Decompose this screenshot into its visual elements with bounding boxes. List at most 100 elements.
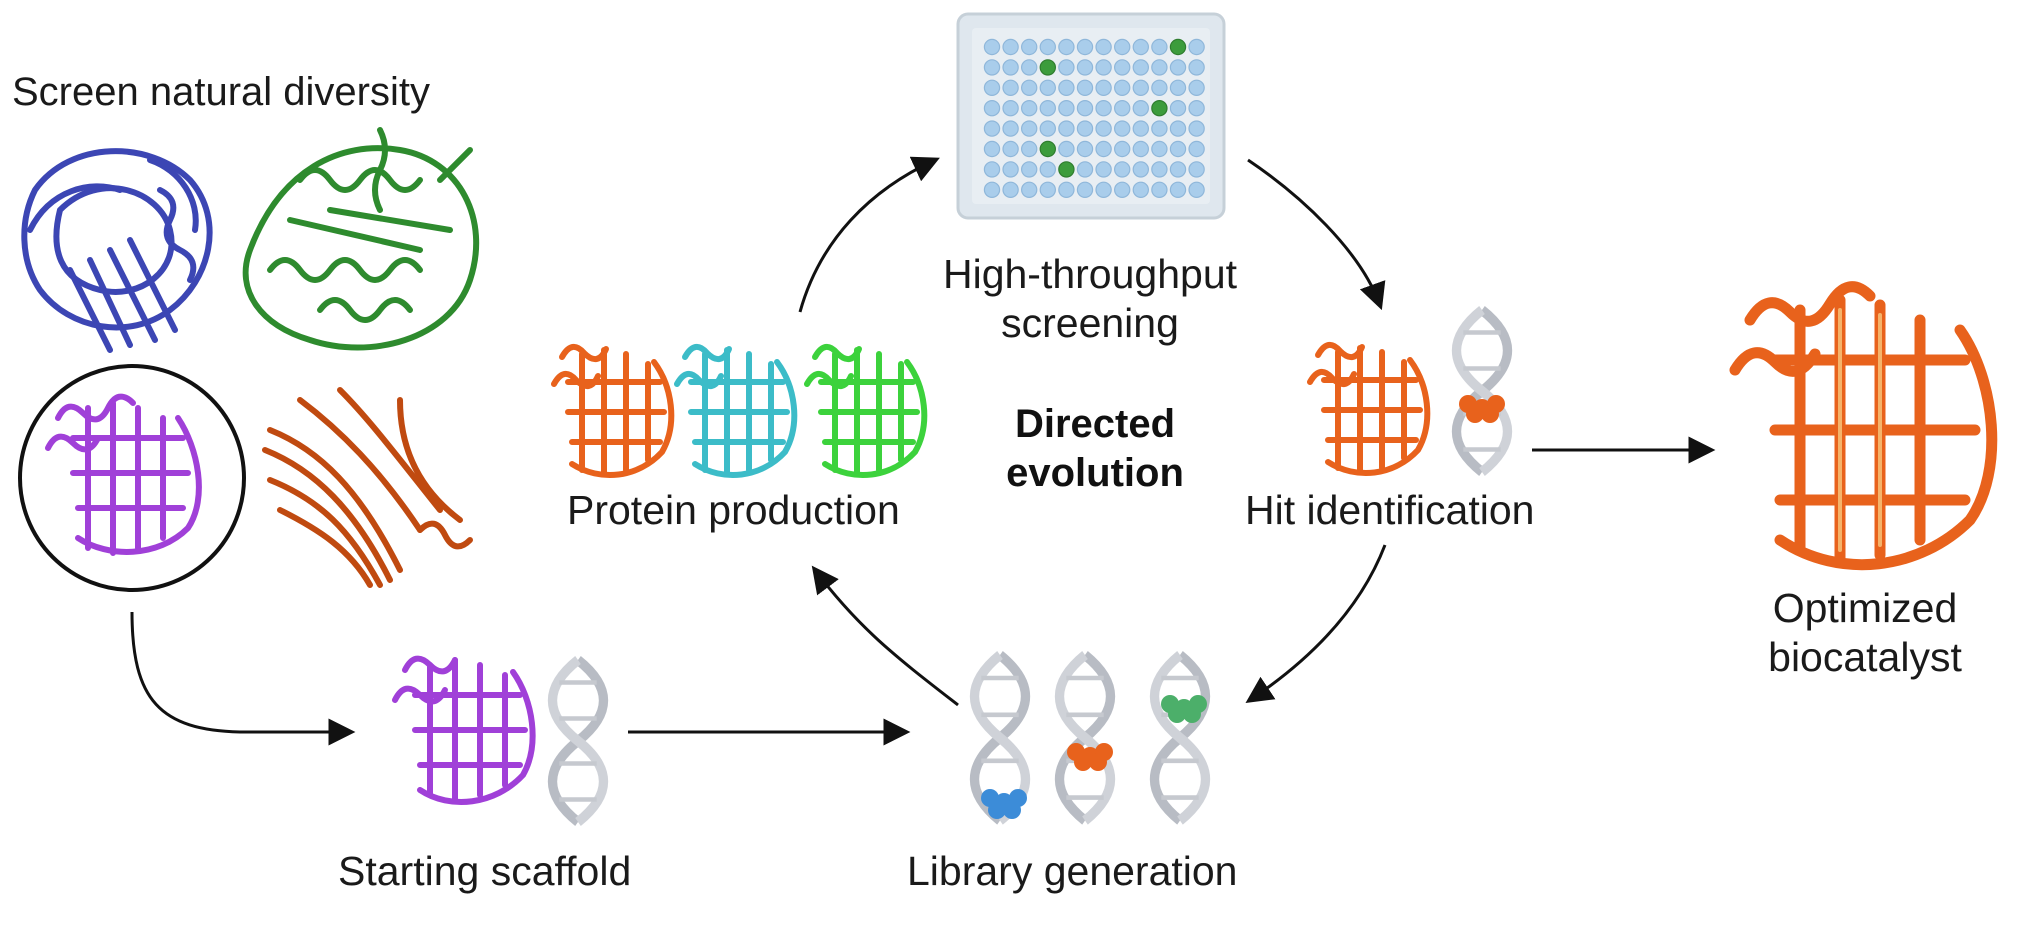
label-starting-scaffold: Starting scaffold [338, 848, 632, 894]
dna-helix-icon [1155, 655, 1206, 821]
label-line: screening [1001, 300, 1179, 346]
well [1132, 161, 1150, 178]
well [983, 181, 1001, 198]
well [1188, 161, 1205, 178]
well [1076, 161, 1094, 178]
well [1169, 161, 1187, 178]
well [1151, 140, 1168, 158]
well [1020, 79, 1038, 97]
well [1113, 79, 1131, 97]
well [983, 38, 1001, 56]
well [1095, 79, 1112, 97]
well [1132, 99, 1150, 117]
well [1169, 79, 1187, 97]
well [1169, 120, 1187, 137]
well [1188, 120, 1205, 137]
well [1151, 59, 1168, 76]
well [1188, 38, 1205, 56]
mutation-green-icon [1161, 695, 1207, 723]
label-library-generation: Library generation [907, 848, 1238, 894]
well [1039, 38, 1057, 56]
dna-helix-icon [1060, 655, 1111, 821]
label-line: Optimized [1772, 585, 1958, 631]
well [1169, 181, 1187, 198]
well [1039, 79, 1057, 97]
well [1058, 59, 1075, 76]
cyan-protein-icon [674, 344, 798, 478]
hit-well [1039, 59, 1057, 76]
label-high-throughput-screening: High-throughput screening [900, 250, 1280, 348]
well [1132, 181, 1150, 198]
well [1132, 59, 1150, 76]
label-optimized-biocatalyst: Optimized biocatalyst [1740, 584, 1990, 682]
well [1151, 38, 1168, 56]
well [1058, 38, 1075, 56]
well [1058, 99, 1075, 117]
well [1095, 99, 1112, 117]
label-line: High-throughput [942, 251, 1238, 297]
well [1039, 120, 1057, 137]
well [1020, 181, 1038, 198]
well [1002, 38, 1019, 56]
well [1151, 181, 1168, 198]
mutation-orange-icon [1067, 743, 1113, 771]
well [1132, 79, 1150, 97]
well [1076, 120, 1094, 137]
label-protein-production: Protein production [567, 487, 900, 533]
well [1113, 140, 1131, 158]
well [1095, 161, 1112, 178]
well [1169, 140, 1187, 158]
label-directed-evolution: Directed evolution [965, 400, 1225, 498]
well [1020, 59, 1038, 76]
purple-protein-icon [392, 655, 536, 805]
well [983, 59, 1001, 76]
well [1188, 79, 1205, 97]
well [1058, 79, 1075, 97]
label-line: evolution [1006, 451, 1184, 495]
well [1188, 181, 1205, 198]
selected-scaffold-circle [18, 364, 246, 592]
well [1132, 120, 1150, 137]
well [983, 120, 1001, 137]
well [1113, 99, 1131, 117]
well [1188, 59, 1205, 76]
well-plate-icon [956, 12, 1226, 220]
brown-protein-icon [262, 387, 473, 588]
well [1076, 140, 1094, 158]
well [1095, 140, 1112, 158]
well [1002, 59, 1019, 76]
orange-protein-icon [1307, 342, 1431, 476]
well [1132, 38, 1150, 56]
lime-protein-icon [804, 344, 928, 478]
well [1002, 99, 1019, 117]
well [1020, 140, 1038, 158]
well [1039, 99, 1057, 117]
label-line: Directed [1014, 402, 1176, 446]
well [1113, 38, 1131, 56]
well [1151, 79, 1168, 97]
hit-well [1169, 38, 1187, 56]
well [1113, 120, 1131, 137]
arrow-icon [811, 565, 959, 707]
well [1113, 59, 1131, 76]
well [983, 79, 1001, 97]
mutation-blue-icon [981, 789, 1027, 819]
label-screen-natural-diversity: Screen natural diversity [12, 70, 430, 114]
optimized-protein-icon [1729, 281, 1998, 571]
well [1020, 161, 1038, 178]
well [1095, 120, 1112, 137]
well [1076, 79, 1094, 97]
well [1113, 161, 1131, 178]
well [1039, 181, 1057, 198]
well [1002, 140, 1019, 158]
purple-protein-icon [45, 393, 202, 556]
mutation-orange-icon [1459, 395, 1505, 423]
arrow-icon [1245, 544, 1387, 703]
well [1095, 59, 1112, 76]
well [1020, 38, 1038, 56]
well [1058, 140, 1075, 158]
well [1039, 161, 1057, 178]
well [1002, 181, 1019, 198]
well [1132, 140, 1150, 158]
well [1151, 161, 1168, 178]
